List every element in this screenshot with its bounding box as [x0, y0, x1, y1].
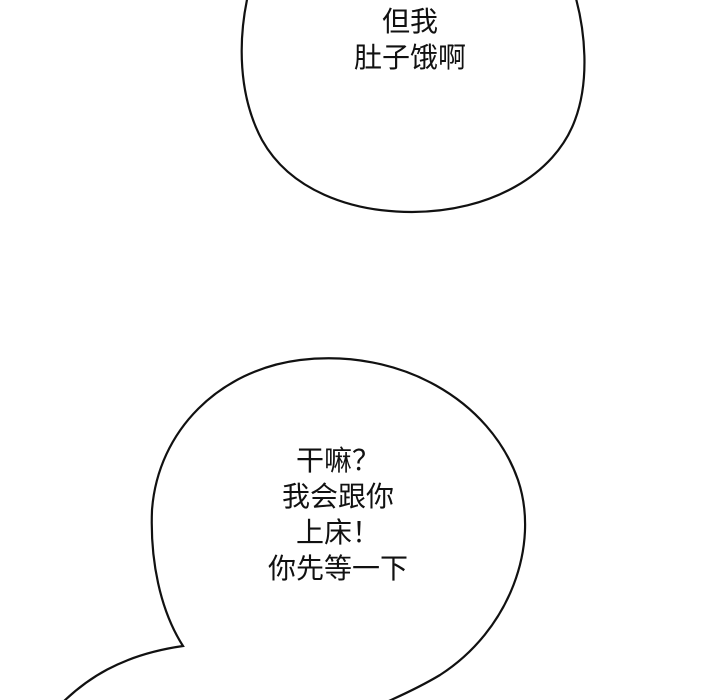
- speech-bubble-top-text: 但我 肚子饿啊: [310, 4, 510, 76]
- dialogue-line: 干嘛？: [295, 444, 380, 477]
- dialogue-line: 上床！: [295, 516, 380, 549]
- dialogue-line: 但我: [381, 5, 438, 38]
- dialogue-line: 我会跟你: [281, 480, 394, 513]
- dialogue-line: 肚子饿啊: [353, 41, 466, 74]
- speech-bubble-bottom: [63, 357, 527, 700]
- dialogue-line: 你先等一下: [267, 552, 408, 585]
- speech-bubble-bottom-text: 干嘛？ 我会跟你 上床！ 你先等一下: [238, 443, 438, 587]
- speech-bubble-top: [240, 0, 586, 214]
